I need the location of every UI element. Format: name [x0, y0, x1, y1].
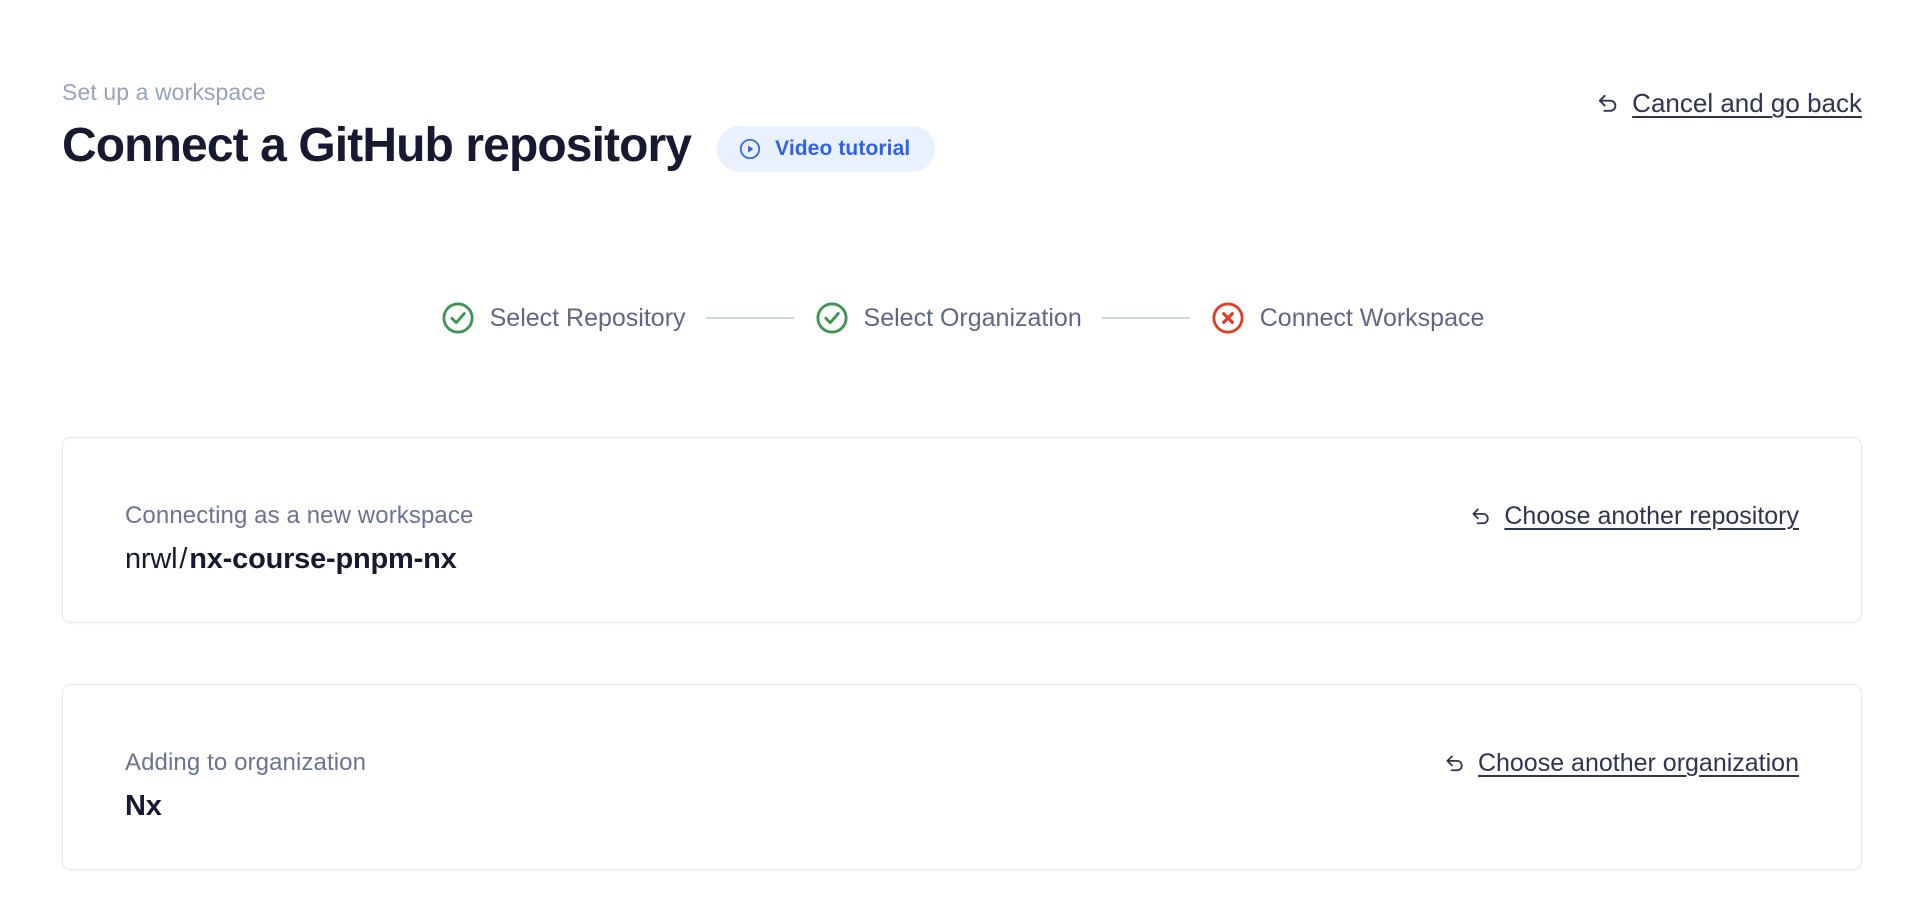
organization-name: Nx — [125, 790, 162, 822]
cancel-and-go-back-link[interactable]: Cancel and go back — [1594, 88, 1862, 118]
step-label-select-repository: Select Repository — [489, 304, 686, 332]
repository-card-body: Connecting as a new workspace nrwl/nx-co… — [125, 438, 473, 577]
video-tutorial-button[interactable]: Video tutorial — [717, 126, 936, 172]
page-header: Set up a workspace Connect a GitHub repo… — [62, 78, 1862, 175]
step-connector-2 — [1101, 317, 1190, 319]
step-connector-1 — [705, 317, 794, 319]
arrow-uturn-left-icon — [1594, 90, 1621, 117]
play-circle-icon — [738, 137, 762, 161]
page-title: Connect a GitHub repository — [62, 119, 692, 172]
video-tutorial-label: Video tutorial — [775, 137, 911, 160]
repository-card-value: nrwl/nx-course-pnpm-nx — [125, 542, 473, 577]
progress-stepper: Select Repository Select Organization Co… — [0, 300, 1924, 336]
organization-card: Adding to organization Nx Choose another… — [62, 684, 1862, 870]
title-row: Connect a GitHub repository Video tutori… — [62, 117, 1862, 175]
repository-card: Connecting as a new workspace nrwl/nx-co… — [62, 437, 1862, 623]
arrow-uturn-left-icon — [1442, 751, 1467, 776]
step-label-select-organization: Select Organization — [863, 304, 1082, 332]
choose-another-repository-label: Choose another repository — [1504, 502, 1799, 530]
step-connect-workspace[interactable]: Connect Workspace — [1210, 300, 1485, 336]
check-circle-icon — [440, 300, 476, 336]
choose-another-repository-link[interactable]: Choose another repository — [1468, 502, 1799, 531]
step-select-organization[interactable]: Select Organization — [814, 300, 1082, 336]
cancel-and-go-back-label: Cancel and go back — [1632, 88, 1862, 118]
step-select-repository[interactable]: Select Repository — [440, 300, 686, 336]
organization-card-body: Adding to organization Nx — [125, 685, 366, 824]
organization-card-value: Nx — [125, 789, 366, 824]
repository-name: nx-course-pnpm-nx — [189, 543, 457, 575]
step-label-connect-workspace: Connect Workspace — [1259, 304, 1485, 332]
choose-another-organization-link[interactable]: Choose another organization — [1442, 749, 1799, 778]
arrow-uturn-left-icon — [1468, 504, 1493, 529]
x-circle-icon — [1210, 300, 1246, 336]
page-eyebrow: Set up a workspace — [62, 79, 266, 105]
repository-card-caption: Connecting as a new workspace — [125, 502, 474, 529]
check-circle-icon — [814, 300, 850, 336]
repository-separator: / — [179, 543, 188, 575]
repository-owner: nrwl — [125, 543, 178, 575]
organization-card-caption: Adding to organization — [125, 749, 367, 776]
choose-another-organization-label: Choose another organization — [1477, 749, 1799, 777]
